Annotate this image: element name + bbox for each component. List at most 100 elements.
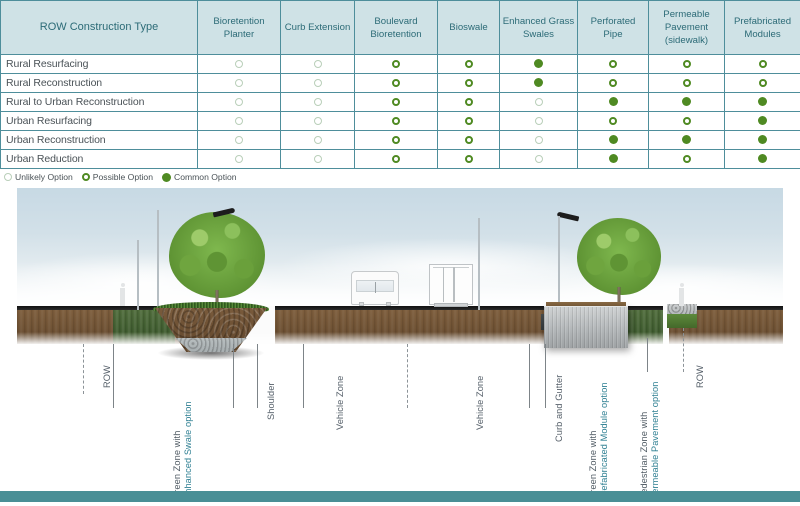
matrix-cell-r2-c3 [438, 93, 500, 112]
matrix-cell-r0-c4 [500, 55, 578, 74]
unlikely-option-icon [314, 136, 322, 144]
matrix-cell-r0-c2 [355, 55, 438, 74]
legend-item-possible: Possible Option [82, 172, 153, 182]
possible-option-icon [465, 155, 473, 163]
matrix-cell-r3-c3 [438, 112, 500, 131]
unlikely-option-icon [535, 98, 543, 106]
unlikely-option-icon [235, 136, 243, 144]
callout-green-zone-swale: Green Zone with Enhanced Swale option [172, 350, 194, 500]
matrix-cell-r0-c7 [725, 55, 800, 74]
truck-vehicle [429, 264, 473, 305]
possible-option-icon [465, 79, 473, 87]
column-header-permeable-pavement: Permeable Pavement (sidewalk) [649, 1, 725, 55]
matrix-cell-r5-c1 [281, 150, 355, 169]
label-row-right: ROW [695, 365, 706, 388]
column-header-prefabricated-modules: Prefabricated Modules [725, 1, 800, 55]
matrix-cell-r3-c4 [500, 112, 578, 131]
matrix-cell-r4-c5 [578, 131, 649, 150]
matrix-cell-r3-c6 [649, 112, 725, 131]
callout-green-zone-swale-line1: Green Zone with [172, 350, 183, 500]
pedestrian-head-left [121, 283, 125, 287]
bus-vehicle [351, 271, 399, 305]
dimline-green-zone-left-end [233, 344, 234, 408]
row-label-0: Rural Resurfacing [1, 55, 198, 74]
truck-panel-line-2 [453, 267, 455, 301]
label-vehicle-zone-2: Vehicle Zone [475, 376, 486, 430]
possible-option-icon [392, 79, 400, 87]
possible-option-icon [392, 60, 400, 68]
unlikely-option-icon [314, 117, 322, 125]
sky-background [17, 188, 783, 306]
table-row: Urban Resurfacing [1, 112, 800, 131]
possible-option-icon [392, 98, 400, 106]
matrix-cell-r1-c1 [281, 74, 355, 93]
possible-option-icon [465, 98, 473, 106]
matrix-cell-r1-c7 [725, 74, 800, 93]
tree-canopy-icon [169, 212, 265, 298]
unlikely-option-icon [235, 155, 243, 163]
common-option-icon [758, 154, 767, 163]
legend-label-possible: Possible Option [93, 172, 153, 182]
matrix-cell-r1-c4 [500, 74, 578, 93]
tree-canopy-right-icon [577, 218, 661, 295]
dimline-row-right [683, 328, 684, 372]
matrix-header-row: ROW Construction Type Bioretention Plant… [1, 1, 800, 55]
pedestrian-silhouette-right [679, 288, 684, 306]
callout-pedestrian-zone: Pedestrian Zone with Permeable Pavement … [639, 350, 661, 500]
possible-option-icon [392, 117, 400, 125]
matrix-cell-r0-c0 [198, 55, 281, 74]
matrix-cell-r3-c2 [355, 112, 438, 131]
unlikely-option-icon [314, 98, 322, 106]
possible-option-icon [683, 117, 691, 125]
matrix-cell-r4-c3 [438, 131, 500, 150]
lamppost-right [558, 216, 560, 310]
lamppost-left [157, 210, 159, 310]
bus-wheel-right [386, 302, 391, 306]
callout-green-zone-module-line2: Prefabricated Module option [599, 350, 610, 500]
matrix-cell-r1-c2 [355, 74, 438, 93]
unlikely-option-icon [314, 155, 322, 163]
legend-label-common: Common Option [174, 172, 237, 182]
street-tree-right [577, 218, 661, 314]
possible-option-icon [683, 79, 691, 87]
common-option-icon [758, 116, 767, 125]
legend-item-common: Common Option [162, 172, 237, 182]
matrix-cell-r5-c6 [649, 150, 725, 169]
permeable-pavement-base [667, 314, 697, 328]
matrix-cell-r5-c0 [198, 150, 281, 169]
bus-center-line [375, 282, 376, 294]
possible-option-icon [609, 60, 617, 68]
unlikely-option-icon [235, 79, 243, 87]
possible-option-icon [465, 136, 473, 144]
row-label-5: Urban Reduction [1, 150, 198, 169]
callout-green-zone-module: Green Zone with Prefabricated Module opt… [588, 350, 610, 500]
dimline-green-zone-left-start [113, 344, 114, 408]
legend-possible-icon [82, 173, 90, 181]
comparison-matrix: ROW Construction Type Bioretention Plant… [0, 0, 800, 184]
column-header-boulevard-bioretention: Boulevard Bioretention [355, 1, 438, 55]
matrix-cell-r0-c5 [578, 55, 649, 74]
truck-roof-bar [433, 267, 470, 269]
common-option-icon [682, 135, 691, 144]
table-row: Rural to Urban Reconstruction [1, 93, 800, 112]
matrix-cell-r4-c1 [281, 131, 355, 150]
matrix-cell-r0-c1 [281, 55, 355, 74]
matrix-cell-r1-c3 [438, 74, 500, 93]
common-option-icon [609, 154, 618, 163]
matrix-cell-r4-c0 [198, 131, 281, 150]
matrix-cell-r2-c5 [578, 93, 649, 112]
street-cross-section-illustration: ROW Shoulder Vehicle Zone Vehicle Zone C… [17, 188, 783, 506]
common-option-icon [534, 78, 543, 87]
unlikely-option-icon [235, 60, 243, 68]
dimline-centerline [407, 344, 408, 408]
matrix-cell-r1-c5 [578, 74, 649, 93]
unlikely-option-icon [235, 117, 243, 125]
matrix-cell-r0-c3 [438, 55, 500, 74]
matrix-cell-r3-c0 [198, 112, 281, 131]
possible-option-icon [609, 117, 617, 125]
matrix-cell-r5-c2 [355, 150, 438, 169]
table-row: Rural Resurfacing [1, 55, 800, 74]
column-header-curb-extension: Curb Extension [281, 1, 355, 55]
callout-pedestrian-zone-line1: Pedestrian Zone with [639, 350, 650, 500]
